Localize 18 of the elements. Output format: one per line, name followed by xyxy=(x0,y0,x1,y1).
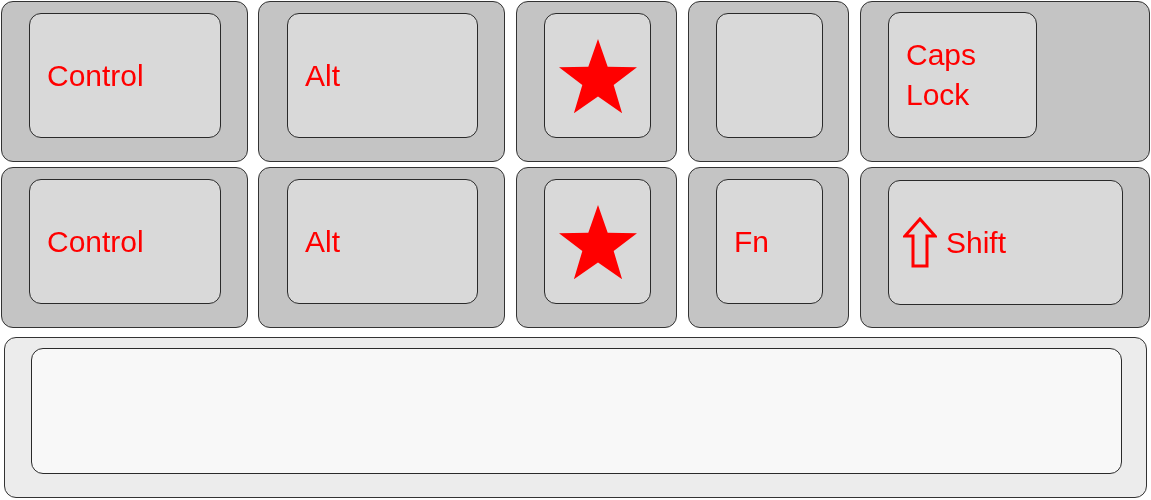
spacebar-key xyxy=(4,337,1147,498)
keycap xyxy=(258,167,505,328)
key-label: Control xyxy=(47,57,144,94)
keycap xyxy=(258,1,505,162)
keycap xyxy=(516,1,677,162)
keycap xyxy=(1,1,248,162)
key-label: Control xyxy=(47,223,144,260)
key-label: Alt xyxy=(305,57,340,94)
keycap xyxy=(688,167,849,328)
keycap xyxy=(860,1,1150,162)
keycap xyxy=(688,1,849,162)
key-label: Alt xyxy=(305,223,340,260)
key-label: Shift xyxy=(946,224,1007,261)
key-label: Caps Lock xyxy=(906,37,977,113)
keycap xyxy=(516,167,677,328)
keycap xyxy=(860,167,1150,328)
keycap xyxy=(1,167,248,328)
key-label: Fn xyxy=(734,223,769,260)
